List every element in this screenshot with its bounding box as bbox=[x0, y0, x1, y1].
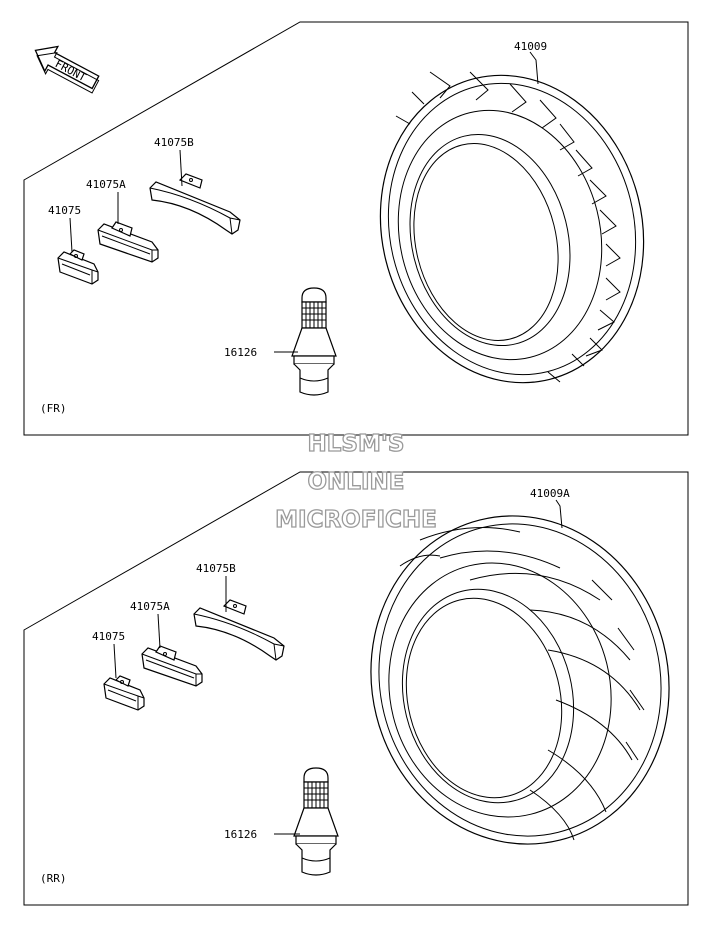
front-valve-stem bbox=[291, 287, 337, 396]
front-weight-41075a bbox=[97, 221, 159, 263]
front-section-label: (FR) bbox=[40, 402, 67, 415]
rear-weight-label: 41075 bbox=[92, 630, 125, 643]
front-panel-border bbox=[23, 21, 689, 436]
rear-weight-41075 bbox=[103, 675, 145, 711]
rear-weight-a-label: 41075A bbox=[130, 600, 170, 613]
front-tire bbox=[379, 71, 645, 384]
rear-valve-stem bbox=[293, 767, 339, 876]
front-tread-pattern bbox=[395, 71, 621, 383]
watermark-line-2: ONLINE bbox=[308, 469, 405, 495]
front-tire-label: 41009 bbox=[514, 40, 547, 53]
rear-weight-b-label: 41075B bbox=[196, 562, 236, 575]
rear-weight-41075a bbox=[141, 645, 203, 687]
rear-valve-label: 16126 bbox=[224, 828, 257, 841]
rear-weight-41075b bbox=[193, 599, 285, 661]
front-panel: 41009 41075B 41075A 41075 16126 (FR) bbox=[23, 21, 689, 436]
rear-panel-border bbox=[23, 471, 689, 906]
front-weight-a-label: 41075A bbox=[86, 178, 126, 191]
front-valve-label: 16126 bbox=[224, 346, 257, 359]
front-weight-41075b bbox=[149, 173, 241, 235]
front-weight-b-label: 41075B bbox=[154, 136, 194, 149]
front-weight-41075 bbox=[57, 249, 99, 285]
rear-section-label: (RR) bbox=[40, 872, 67, 885]
rear-tire-label: 41009A bbox=[530, 487, 570, 500]
watermark-line-1: HLSM'S bbox=[308, 431, 405, 457]
rear-tire bbox=[370, 515, 670, 845]
front-arrow-icon: FRONT bbox=[34, 45, 100, 94]
rear-panel: 41009A 41075B 41075A 41075 16126 (RR) bbox=[23, 471, 689, 906]
watermark-line-3: MICROFICHE bbox=[275, 507, 437, 533]
watermark: HLSM'S ONLINE MICROFICHE bbox=[274, 430, 437, 533]
rear-tread-pattern bbox=[399, 527, 645, 841]
front-weight-label: 41075 bbox=[48, 204, 81, 217]
